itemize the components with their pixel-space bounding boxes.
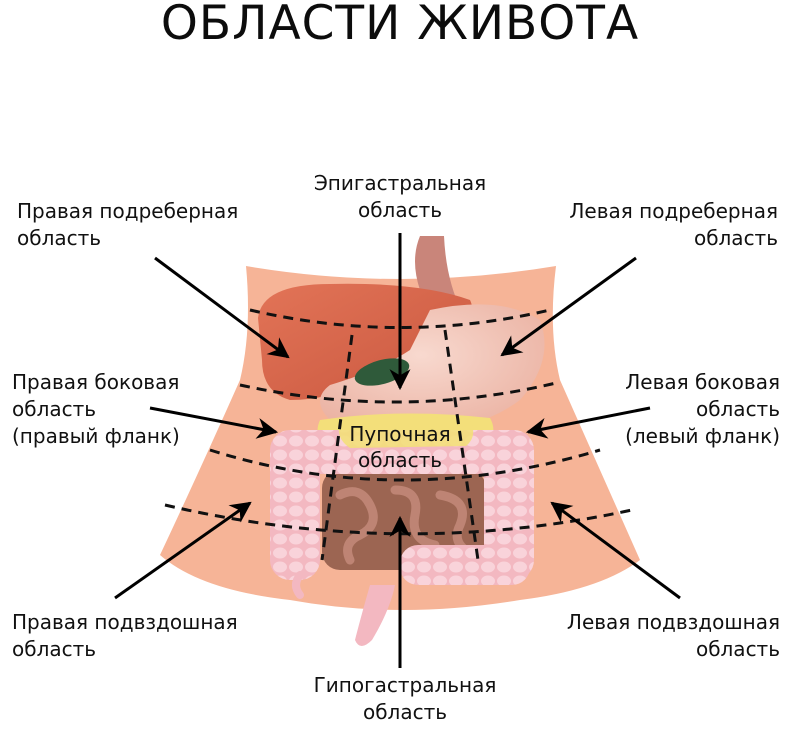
label-left-lateral-line2: область [695,397,780,421]
label-right-iliac: Правая подвздошная область [12,609,238,663]
label-right-lateral-line2: область [12,397,97,421]
arrow-right-iliac [114,501,252,600]
label-right-lateral: Правая боковая область (правый фланк) [12,369,180,450]
arrow-right-hypochondriac [154,256,290,359]
label-left-lateral-line1: Левая боковая [625,370,780,394]
region-dividers [164,308,633,561]
arrow-left-iliac [550,501,681,600]
label-epigastric-line1: Эпигастральная [313,171,487,195]
label-left-iliac-line2: область [695,637,780,661]
label-right-iliac-line1: Правая подвздошная [12,610,238,634]
label-hypogastric-line2: область [362,700,448,724]
label-left-hypochondriac-line2: область [693,226,778,250]
label-umbilical-line2: область [357,448,443,472]
label-right-hypochondriac-line2: область [17,226,102,250]
diagram-title: ОБЛАСТИ ЖИВОТА [160,0,640,51]
arrow-left-lateral [525,406,651,439]
label-epigastric-line2: область [357,198,443,222]
label-right-hypochondriac-line1: Правая подреберная [17,199,239,223]
label-left-iliac-line1: Левая подвздошная [566,610,780,634]
label-left-hypochondriac: Левая подреберная область [569,198,778,252]
rectum [355,585,395,646]
label-umbilical: Пупочная область [330,421,470,473]
label-hypogastric-line1: Гипогастральная [313,673,497,697]
label-left-hypochondriac-line1: Левая подреберная [569,199,778,223]
label-left-lateral-line3: (левый фланк) [625,424,780,448]
stomach [320,304,545,432]
label-umbilical-line1: Пупочная [349,422,451,446]
pointer-arrows [114,233,681,668]
label-right-lateral-line1: Правая боковая [12,370,180,394]
label-right-hypochondriac: Правая подреберная область [17,198,238,252]
label-right-iliac-line2: область [12,637,97,661]
label-left-lateral: Левая боковая область (левый фланк) [625,369,780,450]
label-epigastric: Эпигастральная область [300,170,500,224]
label-left-iliac: Левая подвздошная область [567,609,780,663]
liver [258,283,472,400]
arrow-left-hypochondriac [500,256,637,357]
label-hypogastric: Гипогастральная область [290,672,520,726]
arrow-right-lateral [149,406,279,439]
label-right-lateral-line3: (правый фланк) [12,424,180,448]
